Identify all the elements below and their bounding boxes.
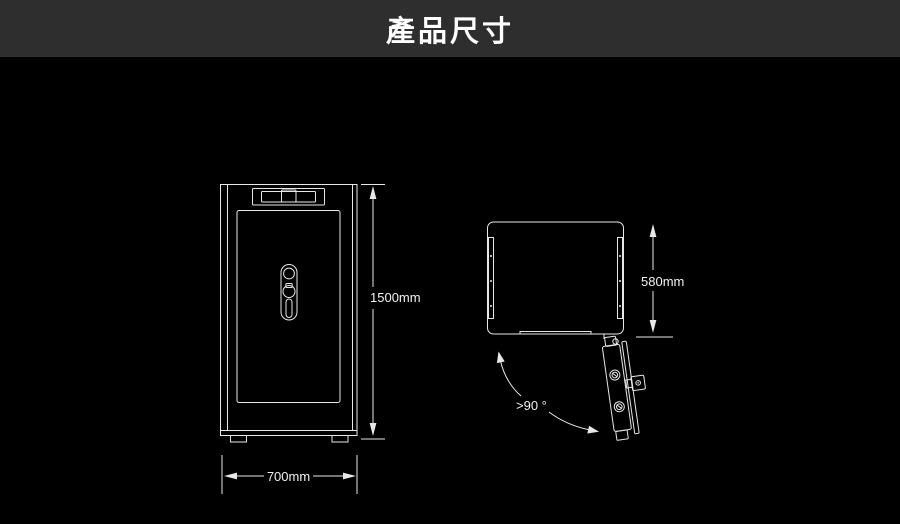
top-view-body-outline (487, 221, 624, 335)
height-dimension: 1500mm (361, 184, 421, 440)
latch-bracket (630, 374, 646, 392)
open-door-drawing (602, 335, 646, 441)
depth-dimension-label: 580mm (641, 274, 684, 289)
angle-arrow-right-icon (587, 425, 599, 434)
door-dial-inner (615, 403, 623, 411)
product-dimensions-diagram: 1500mm 700mm (220, 184, 684, 494)
door-angle-label: >90 ° (516, 398, 547, 413)
keyhole-cover-notch (285, 283, 293, 288)
height-dimension-label: 1500mm (370, 290, 421, 305)
page-title: 產品尺寸 (385, 13, 514, 48)
door-dial-outer (609, 369, 621, 381)
latch-screw-dot (637, 382, 639, 384)
handle-slot (285, 298, 293, 318)
width-arrow-right-icon (343, 472, 356, 480)
cabinet-foot-left (230, 435, 247, 443)
right-rail-hole (619, 280, 621, 282)
angle-arrow-up-icon (496, 351, 505, 364)
width-dimension-label: 700mm (267, 469, 310, 484)
top-view-drawing (487, 221, 624, 345)
door-bottom-tab (615, 429, 629, 441)
depth-arrow-down-icon (649, 320, 657, 333)
height-arrow-up-icon (369, 186, 377, 199)
right-rail-hole (619, 255, 621, 257)
door-dial-inner (611, 371, 619, 379)
handle-top-ring-icon (283, 267, 295, 280)
width-dimension: 700mm (221, 455, 358, 494)
left-rail-hole (490, 255, 492, 257)
left-rail (488, 237, 494, 319)
left-rail-hole (490, 280, 492, 282)
width-arrow-left-icon (224, 472, 237, 480)
front-view-drawing (220, 184, 358, 443)
door-panel-outline (236, 210, 341, 403)
cabinet-foot-right (331, 435, 349, 443)
height-arrow-down-icon (369, 423, 377, 436)
door-dial-outer (613, 401, 625, 413)
display-panel-inner (261, 191, 316, 203)
display-panel-center-button (281, 189, 297, 203)
header-bar: 產品尺寸 (0, 0, 900, 57)
right-rail-hole (619, 305, 621, 307)
door-angle-annotation: >90 ° (496, 351, 599, 434)
display-panel-outer (252, 188, 325, 206)
angle-arc-upper (499, 358, 522, 397)
right-rail (617, 237, 623, 319)
bottom-recess-line (519, 331, 592, 334)
depth-arrow-up-icon (649, 224, 657, 237)
depth-dimension: 580mm (636, 224, 684, 338)
keyhole-ring-icon (282, 285, 296, 298)
angle-arc-lower (548, 411, 591, 431)
door-dial-slot (612, 373, 618, 377)
handle-pill-outline (280, 264, 298, 321)
cabinet-outline (220, 184, 358, 436)
latch-screw-icon (635, 380, 641, 386)
left-rail-hole (490, 305, 492, 307)
door-dial-slot (616, 404, 622, 409)
